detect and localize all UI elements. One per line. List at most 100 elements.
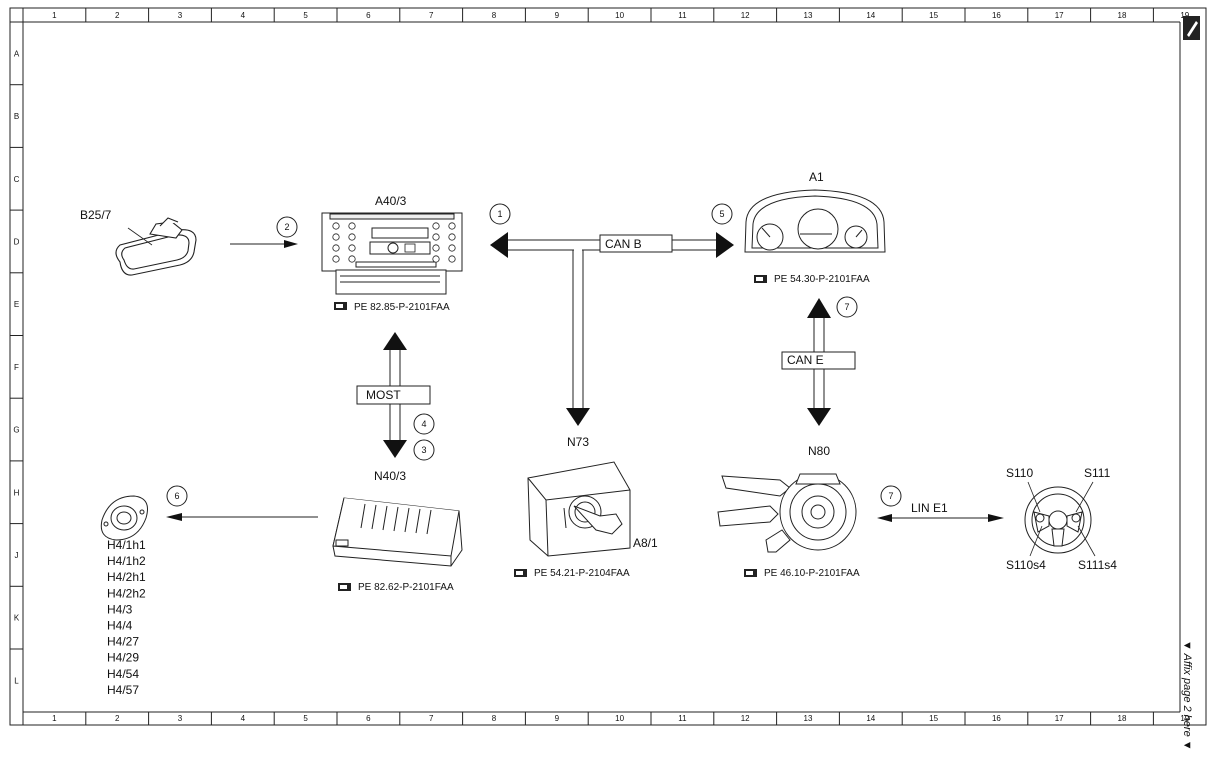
grid-column-label: 1 bbox=[52, 714, 57, 723]
grid-row-label: D bbox=[14, 237, 20, 246]
callout-4-text: 4 bbox=[421, 419, 426, 429]
grid-column-label: 3 bbox=[178, 11, 183, 20]
grid-column-label: 8 bbox=[492, 714, 497, 723]
callout-5: 5 bbox=[711, 203, 733, 225]
head-unit-button bbox=[448, 233, 456, 241]
reference-text-a1: PE 54.30-P-2101FAA bbox=[774, 274, 870, 285]
steering-wheel-leader-lines bbox=[1027, 481, 1096, 557]
grid-column-label: 12 bbox=[741, 714, 750, 723]
callout-5-text: 5 bbox=[719, 209, 724, 219]
grid-row-label: F bbox=[14, 363, 19, 372]
grid-column-label: 19 bbox=[1180, 11, 1189, 20]
head-unit-a40-3 bbox=[321, 212, 463, 295]
bus-label-can-e: CAN E bbox=[787, 353, 824, 367]
label-a40-3: A40/3 bbox=[375, 194, 407, 208]
grid-column-label: 6 bbox=[366, 11, 371, 20]
grid-column-label: 9 bbox=[555, 11, 560, 20]
reference-n73: PE 54.21-P-2104FAA bbox=[514, 568, 630, 579]
speaker-label: H4/4 bbox=[107, 619, 133, 633]
grid-column-label: 10 bbox=[615, 714, 624, 723]
reference-text-n40-3: PE 82.62-P-2101FAA bbox=[358, 582, 454, 593]
grid-ticks bbox=[10, 8, 1154, 725]
speaker-label: H4/1h2 bbox=[107, 554, 146, 568]
pen-icon bbox=[1183, 16, 1200, 40]
steering-column-module-n80 bbox=[717, 473, 857, 553]
grid-column-label: 7 bbox=[429, 11, 434, 20]
grid-column-label: 11 bbox=[678, 11, 687, 20]
grid-column-label: 9 bbox=[555, 714, 560, 723]
grid-column-label: 16 bbox=[992, 714, 1001, 723]
amplifier-n40-3 bbox=[332, 497, 463, 567]
grid-row-label: H bbox=[14, 488, 20, 497]
callout-1-text: 1 bbox=[497, 209, 502, 219]
can-e-arrow-down bbox=[807, 408, 831, 426]
head-unit-button bbox=[448, 255, 456, 263]
reference-n40-3: PE 82.62-P-2101FAA bbox=[338, 582, 454, 593]
speaker-label: H4/1h1 bbox=[107, 538, 146, 552]
pointing-hand-icon bbox=[754, 275, 767, 283]
reference-text-n80: PE 46.10-P-2101FAA bbox=[764, 568, 860, 579]
can-b-bus bbox=[508, 239, 716, 408]
pointing-hand-icon bbox=[338, 583, 351, 591]
label-n73: N73 bbox=[567, 435, 589, 449]
head-unit-button bbox=[348, 233, 356, 241]
grid-labels: 1122334455667788991010111112121313141415… bbox=[13, 11, 1189, 723]
grid-row-label: J bbox=[15, 551, 19, 560]
grid-row-label: K bbox=[14, 614, 20, 623]
grid-column-label: 13 bbox=[804, 11, 813, 20]
grid-column-label: 4 bbox=[241, 714, 246, 723]
callout-6: 6 bbox=[166, 485, 188, 507]
label-s111s4: S111s4 bbox=[1078, 558, 1117, 572]
most-arrow-up bbox=[383, 332, 407, 350]
bus-label-most: MOST bbox=[366, 388, 401, 402]
head-unit-button bbox=[448, 244, 456, 252]
label-s110s4: S110s4 bbox=[1006, 558, 1046, 572]
label-n80: N80 bbox=[808, 444, 830, 458]
reference-a40-3: PE 82.85-P-2101FAA bbox=[334, 302, 450, 313]
ignition-switch-n73 bbox=[527, 461, 631, 557]
speaker-label: H4/54 bbox=[107, 667, 139, 681]
head-unit-button bbox=[448, 222, 456, 230]
head-unit-button bbox=[332, 244, 340, 252]
callout-7-lin: 7 bbox=[880, 485, 902, 507]
head-unit-button bbox=[432, 244, 440, 252]
speaker-label: H4/29 bbox=[107, 651, 139, 665]
can-e-arrow-up bbox=[807, 298, 831, 318]
grid-row-label: E bbox=[14, 300, 19, 309]
rearview-mirror-b25-7 bbox=[115, 217, 197, 276]
can-b-arrow-left bbox=[490, 232, 508, 258]
grid-column-label: 17 bbox=[1055, 11, 1064, 20]
head-unit-button bbox=[432, 222, 440, 230]
label-a1: A1 bbox=[809, 170, 824, 184]
head-unit-button bbox=[348, 255, 356, 263]
head-unit-button bbox=[348, 244, 356, 252]
bus-label-can-b: CAN B bbox=[605, 237, 642, 251]
speaker-label: H4/3 bbox=[107, 602, 133, 616]
speaker-label: H4/2h2 bbox=[107, 586, 146, 600]
diagram-frame bbox=[9, 7, 1207, 726]
head-unit-button bbox=[348, 222, 356, 230]
instrument-cluster-a1 bbox=[744, 189, 886, 253]
bus-label-lin-e1: LIN E1 bbox=[911, 501, 948, 515]
grid-column-label: 7 bbox=[429, 714, 434, 723]
label-n40-3: N40/3 bbox=[374, 469, 406, 483]
can-b-arrow-right bbox=[716, 232, 734, 258]
steering-wheel bbox=[1024, 486, 1092, 554]
grid-row-label: L bbox=[14, 676, 19, 685]
grid-column-label: 14 bbox=[866, 11, 875, 20]
callout-7-can-e-text: 7 bbox=[844, 302, 849, 312]
grid-column-label: 2 bbox=[115, 714, 120, 723]
grid-column-label: 15 bbox=[929, 714, 938, 723]
head-unit-button bbox=[432, 233, 440, 241]
reference-n80: PE 46.10-P-2101FAA bbox=[744, 568, 860, 579]
label-a8-1: A8/1 bbox=[633, 536, 658, 550]
head-unit-button bbox=[332, 233, 340, 241]
pointing-hand-icon bbox=[334, 302, 347, 310]
grid-column-label: 18 bbox=[1118, 714, 1127, 723]
speaker-list: H4/1h1H4/1h2H4/2h1H4/2h2H4/3H4/4H4/27H4/… bbox=[107, 538, 146, 697]
grid-column-label: 1 bbox=[52, 11, 57, 20]
head-unit-button bbox=[332, 255, 340, 263]
grid-column-label: 11 bbox=[678, 714, 687, 723]
head-unit-button bbox=[332, 222, 340, 230]
callout-2-text: 2 bbox=[284, 222, 289, 232]
